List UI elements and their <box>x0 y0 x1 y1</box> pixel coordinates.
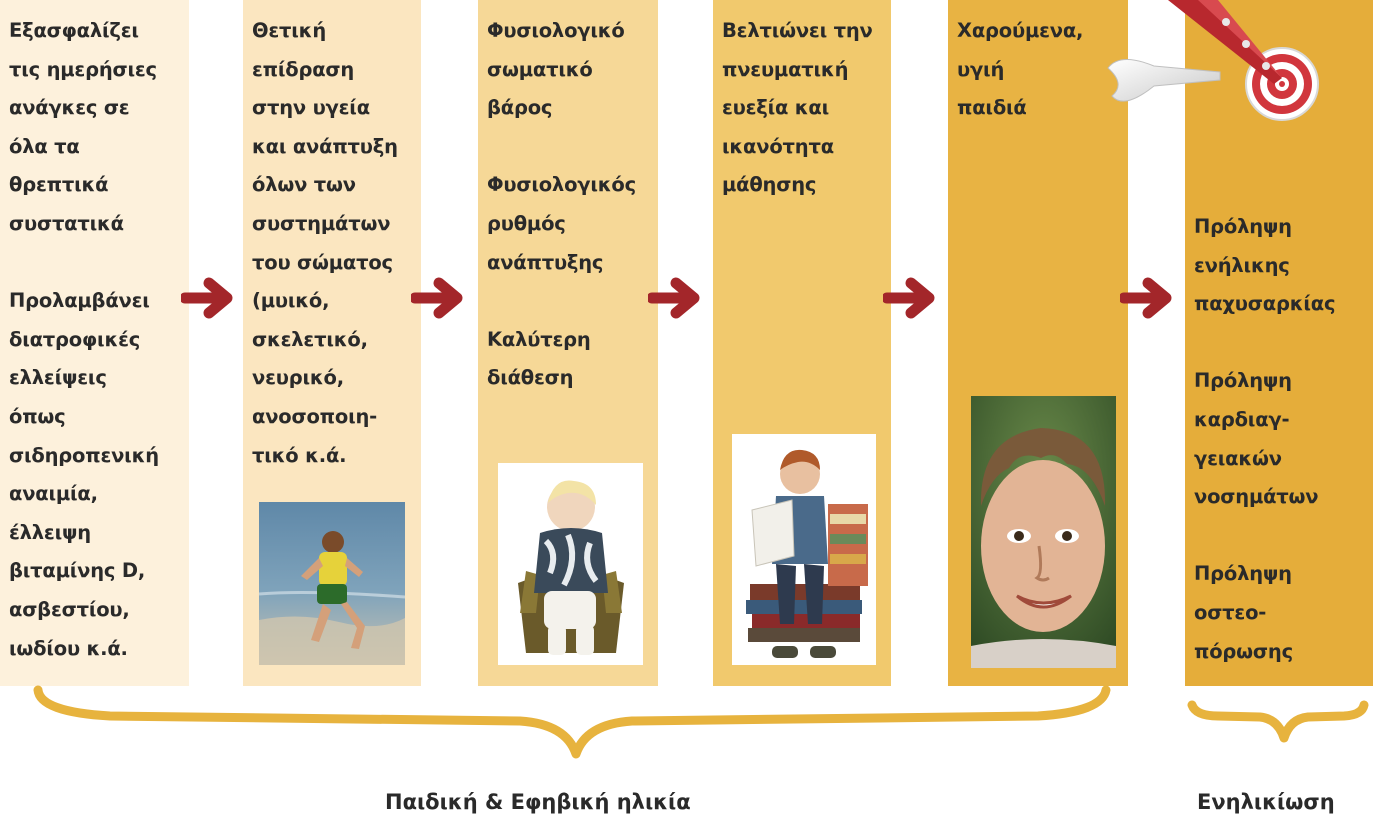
text-line: όλων των <box>252 173 356 197</box>
text-line: παιδιά <box>957 96 1027 120</box>
text-line: Πρόληψη <box>1194 562 1292 586</box>
text-line: όπως <box>9 404 66 428</box>
column-text: Θετική επίδραση στην υγεία και ανάπτυξη όλων… <box>252 12 421 475</box>
text-line: νοσημάτων <box>1194 485 1319 509</box>
text-line: ρυθμός <box>487 211 566 235</box>
text-line: συστημάτων <box>252 211 391 235</box>
text-line: βιταμίνης D, <box>9 559 146 583</box>
column-text: Εξασφαλίζει τις ημερήσιες ανάγκες σε όλα τα… <box>9 12 189 668</box>
text-line: ανάγκες σε <box>9 96 130 120</box>
arrow-right-icon <box>1120 277 1172 319</box>
reading-boy-photo <box>732 434 876 665</box>
sitting-toddler-photo <box>498 463 643 665</box>
text-line: παχυσαρκίας <box>1194 292 1336 316</box>
text-line: επίδραση <box>252 57 355 81</box>
text-line: ιωδίου κ.ά. <box>9 636 128 660</box>
text-line: Καλύτερη <box>487 327 591 351</box>
column-text: Βελτιώνει την πνευματική ευεξία και ικανότη… <box>722 12 891 205</box>
text-line: καρδιαγ- <box>1194 407 1290 431</box>
text-line: μάθησης <box>722 173 817 197</box>
text-line: Εξασφαλίζει <box>9 19 139 42</box>
arrow-right-icon <box>181 277 233 319</box>
text-line: όλα τα <box>9 134 80 158</box>
smiling-boy-photo <box>971 396 1116 668</box>
text-line: οστεο- <box>1194 600 1267 624</box>
text-line: αναιμία, <box>9 482 98 506</box>
text-line: διάθεση <box>487 366 574 390</box>
dart-target-icon <box>1107 0 1319 121</box>
arrow-right-icon <box>883 277 935 319</box>
text-line: θρεπτικά <box>9 173 109 197</box>
text-line: του σώματος <box>252 250 393 274</box>
text-line: σιδηροπενική <box>9 443 159 467</box>
text-line: διατροφικές <box>9 327 141 351</box>
text-line: Προλαμβάνει <box>9 289 150 313</box>
text-line: υγιή <box>957 57 1005 81</box>
text-line: γειακών <box>1194 446 1282 470</box>
text-line: Πρόληψη <box>1194 369 1292 393</box>
text-line: τικό κ.ά. <box>252 443 347 467</box>
text-line: σωματικό <box>487 57 593 81</box>
text-line: συστατικά <box>9 211 124 235</box>
text-line: σκελετικό, <box>252 327 368 351</box>
text-line: ασβεστίου, <box>9 597 130 621</box>
text-line: Πρόληψη <box>1194 215 1292 238</box>
text-line: έλλειψη <box>9 520 91 544</box>
column-daily-needs: Εξασφαλίζει τις ημερήσιες ανάγκες σε όλα τα… <box>0 0 189 686</box>
text-line: ελλείψεις <box>9 366 107 390</box>
text-line: πνευματική <box>722 57 849 81</box>
arrow-right-icon <box>411 277 463 319</box>
text-line: (μυικό, <box>252 289 330 313</box>
column-happy-children: Χαρούμενα, υγιή παιδιά <box>948 0 1128 686</box>
column-health-development: Θετική επίδραση στην υγεία και ανάπτυξη όλων… <box>243 0 421 686</box>
column-text: Χαρούμενα, υγιή παιδιά <box>957 12 1128 128</box>
text-line: Φυσιολογικός <box>487 173 636 197</box>
text-line: ενήλικης <box>1194 253 1290 277</box>
dart-icon <box>1107 0 1282 102</box>
text-line: Θετική <box>252 19 327 42</box>
text-line: νευρικό, <box>252 366 344 390</box>
arrow-right-icon <box>648 277 700 319</box>
text-line: ανάπτυξης <box>487 250 604 274</box>
text-line: Φυσιολογικό <box>487 19 625 42</box>
adulthood-caption: Ενηλικίωση <box>1197 790 1335 814</box>
text-line: πόρωσης <box>1194 639 1293 663</box>
text-line: τις ημερήσιες <box>9 57 157 81</box>
text-line: Χαρούμενα, <box>957 19 1084 42</box>
column-mental-wellbeing: Βελτιώνει την πνευματική ευεξία και ικανότη… <box>713 0 891 686</box>
text-line: στην υγεία <box>252 96 370 120</box>
text-line: ανοσοποιη- <box>252 404 378 428</box>
running-child-photo <box>259 502 405 665</box>
text-line: Βελτιώνει την <box>722 19 873 42</box>
text-line: ικανότητα <box>722 134 834 158</box>
childhood-caption: Παιδική & Εφηβική ηλικία <box>385 790 691 814</box>
text-line: βάρος <box>487 96 553 120</box>
text-line: και ανάπτυξη <box>252 134 398 158</box>
text-line: ευεξία και <box>722 96 830 120</box>
